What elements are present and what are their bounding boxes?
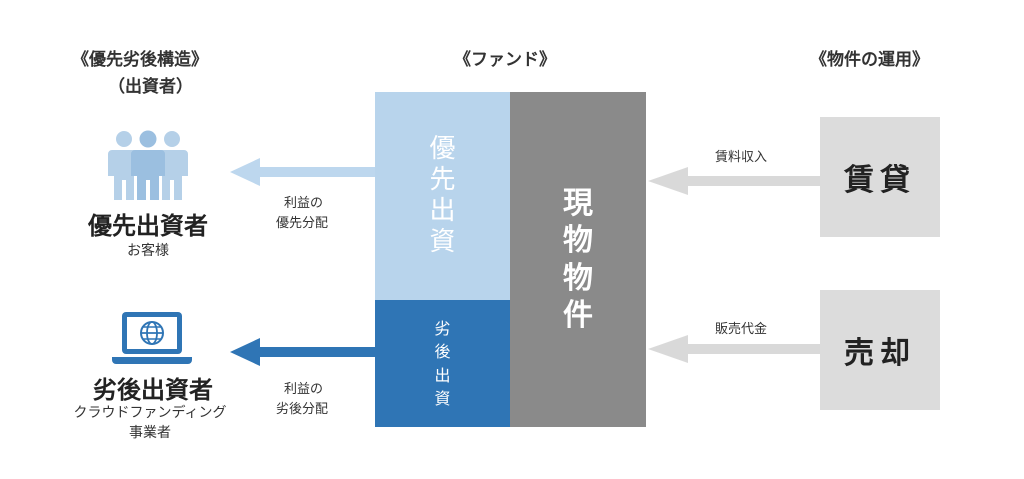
property-char-3: 物: [563, 260, 593, 296]
senior-investor-title: 優先出資者: [88, 212, 208, 240]
junior-investor-subtitle-1: クラウドファンディング: [73, 405, 227, 421]
junior-equity-char-1: 劣: [434, 319, 451, 339]
header-structure: 《優先劣後構造》: [72, 50, 208, 70]
header-investors: （出資者）: [108, 77, 193, 97]
junior-equity-char-2: 後: [434, 342, 451, 362]
property-block: 現 物 物 件: [510, 92, 646, 427]
rent-income-arrow: [648, 166, 822, 196]
property-char-4: 件: [563, 298, 593, 333]
header-operations: 《物件の運用》: [810, 50, 929, 70]
junior-equity-char-3: 出: [434, 365, 451, 385]
laptop-globe-icon: [110, 310, 194, 366]
senior-distribution-label-1: 利益の: [284, 196, 324, 211]
senior-equity-block: 優 先 出 資: [375, 92, 510, 300]
senior-distribution-label-2: 優先分配: [276, 216, 329, 231]
senior-equity-char-1: 優: [429, 133, 456, 164]
junior-equity-char-4: 資: [434, 388, 451, 408]
junior-distribution-arrow: [230, 337, 376, 367]
junior-investor-subtitle-2: 事業者: [129, 425, 171, 441]
junior-investor-title: 劣後出資者: [93, 376, 213, 404]
rent-box: 賃貸: [820, 117, 940, 237]
property-char-2: 物: [563, 223, 593, 258]
senior-equity-char-3: 出: [429, 196, 456, 226]
senior-investor-subtitle: お客様: [127, 243, 169, 259]
senior-equity-char-4: 資: [429, 227, 456, 258]
property-char-1: 現: [563, 185, 593, 221]
junior-equity-block: 劣 後 出 資: [375, 300, 510, 427]
sale-proceeds-label: 販売代金: [715, 322, 768, 337]
junior-distribution-label-2: 劣後分配: [276, 402, 329, 417]
senior-equity-char-2: 先: [429, 164, 456, 195]
senior-distribution-arrow: [230, 157, 376, 187]
header-fund: 《ファンド》: [454, 50, 556, 70]
people-group-icon: [106, 130, 190, 202]
sale-box: 売却: [820, 290, 940, 410]
sale-proceeds-arrow: [648, 334, 822, 364]
junior-distribution-label-1: 利益の: [284, 382, 324, 397]
rent-income-label: 賃料収入: [715, 150, 768, 165]
